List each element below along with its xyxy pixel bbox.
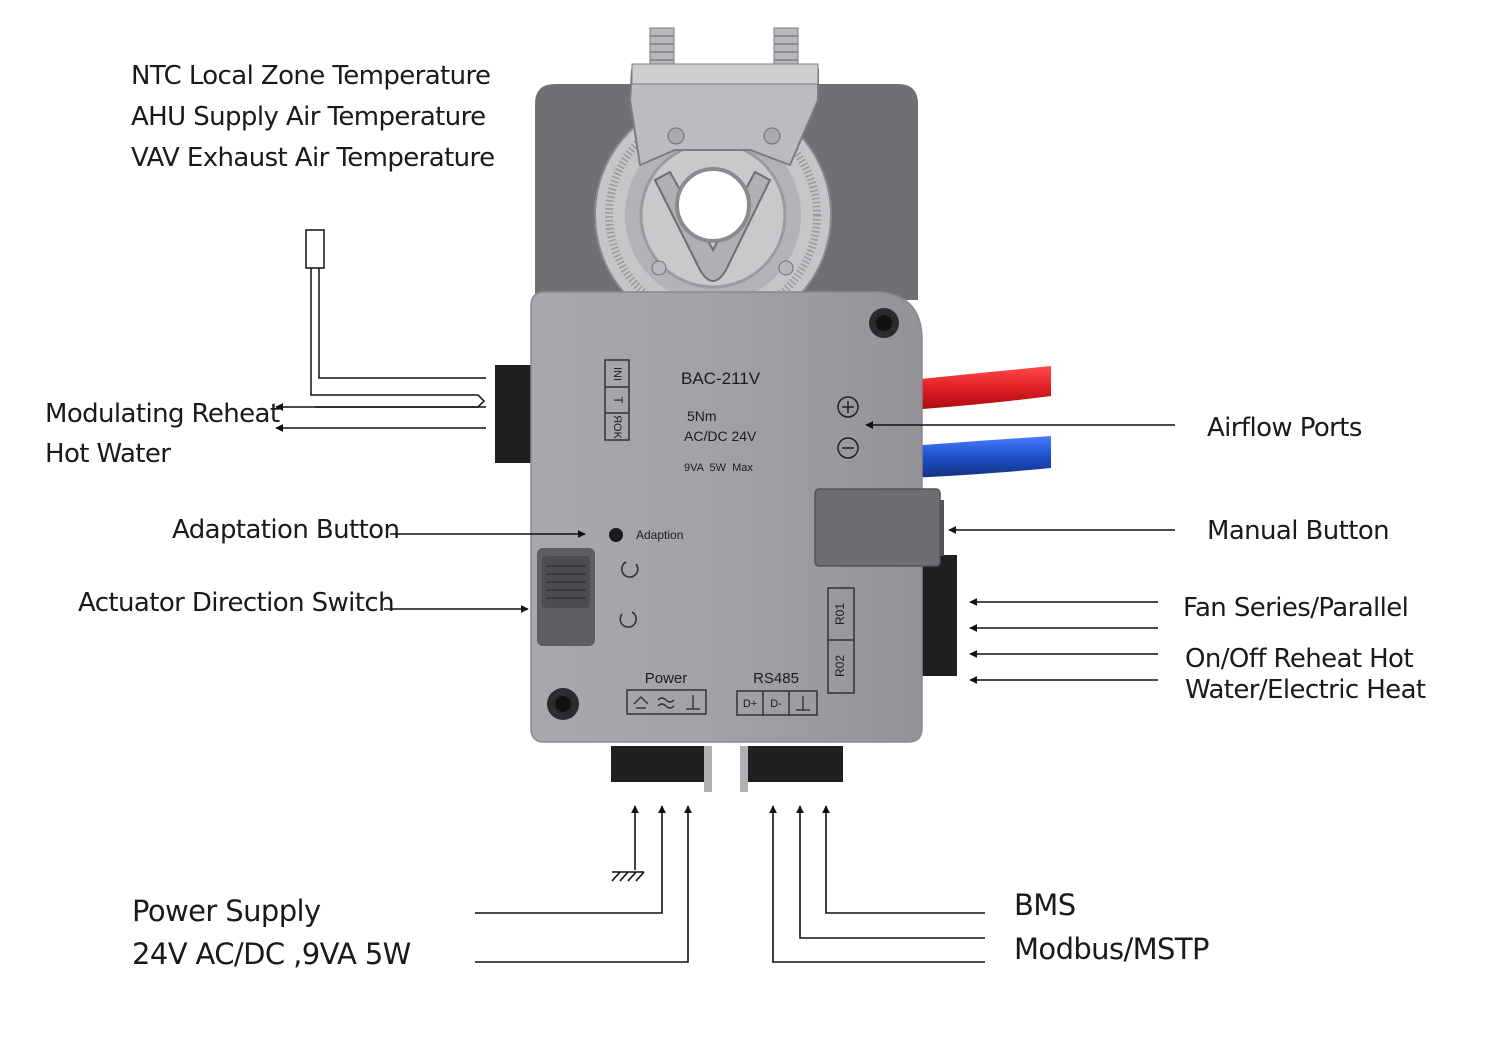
rs485-label: RS485: [753, 670, 799, 687]
right-connector: [920, 555, 957, 676]
rs485-dplus: D+: [743, 698, 757, 710]
rs485-terminal-box: [736, 690, 818, 716]
rotate-cw-icon: [621, 561, 639, 578]
ac-dc-symbol-icon: [657, 697, 675, 709]
rs485-common-icon: [796, 696, 810, 711]
bms-lead-2: [796, 805, 985, 939]
modbus-callout: Modbus/MSTP: [1014, 932, 1209, 966]
sensor-wire: [310, 268, 486, 408]
reheat-callout-1: Modulating Reheat: [45, 399, 280, 429]
airflow-callout: Airflow Ports: [1207, 413, 1362, 443]
bms-callout: BMS: [1014, 888, 1076, 922]
code-t: T: [611, 396, 625, 404]
left-connector: [495, 365, 535, 463]
shaft-hole: [675, 167, 751, 243]
power-rating-label: 9VA 5W Max: [684, 462, 753, 474]
bms-lead-1: [822, 805, 985, 914]
manual-callout: Manual Button: [1207, 516, 1390, 546]
voltage-label: AC/DC 24V: [684, 428, 757, 444]
power-supply-callout-2: 24V AC/DC ,9VA 5W: [132, 937, 411, 971]
direction-callout: Actuator Direction Switch: [78, 588, 395, 618]
bottom-connector-power: [611, 746, 704, 782]
code-rok: ЯOK: [611, 415, 623, 440]
rs485-dminus: D-: [770, 698, 782, 710]
rotate-ccw-icon: [619, 611, 637, 628]
ground-symbol-icon: [633, 696, 649, 709]
code-ini: INI: [611, 367, 623, 381]
temp-callout-1: NTC Local Zone Temperature: [131, 61, 491, 91]
power-supply-callout-1: Power Supply: [132, 894, 321, 928]
temp-sensor-probe: [305, 229, 325, 269]
earth-ground-icon: [611, 871, 645, 882]
bottom-connector-rs485: [748, 746, 843, 782]
adaption-label: Adaption: [636, 528, 683, 542]
adaption-dot[interactable]: [609, 528, 623, 542]
blue-tube: [910, 436, 1051, 478]
reheat-callout-2: Hot Water: [45, 439, 171, 469]
fan-callout: Fan Series/Parallel: [1183, 593, 1409, 623]
bms-lead-3: [769, 805, 985, 963]
power-lead-2: [475, 805, 692, 963]
adaptation-callout: Adaptation Button: [172, 515, 400, 545]
onoff-callout-1: On/Off Reheat Hot: [1185, 644, 1414, 674]
power-terminal-box: [626, 689, 707, 715]
relay-r01: R01: [833, 603, 847, 625]
relay-r02: R02: [833, 655, 847, 677]
temp-callout-3: VAV Exhaust Air Temperature: [131, 143, 495, 173]
onoff-callout-2: Water/Electric Heat: [1185, 675, 1426, 705]
manual-button[interactable]: [814, 488, 941, 567]
plus-icon: [837, 396, 859, 418]
switch-code-box: [604, 359, 630, 441]
model-label: BAC-211V: [681, 369, 761, 388]
power-lead-1: [475, 805, 666, 914]
temp-callout-2: AHU Supply Air Temperature: [131, 102, 486, 132]
power-label: Power: [645, 670, 688, 687]
minus-icon: [837, 437, 859, 459]
common-symbol-icon: [686, 695, 700, 710]
red-tube: [910, 366, 1051, 410]
torque-label: 5Nm: [687, 408, 717, 424]
